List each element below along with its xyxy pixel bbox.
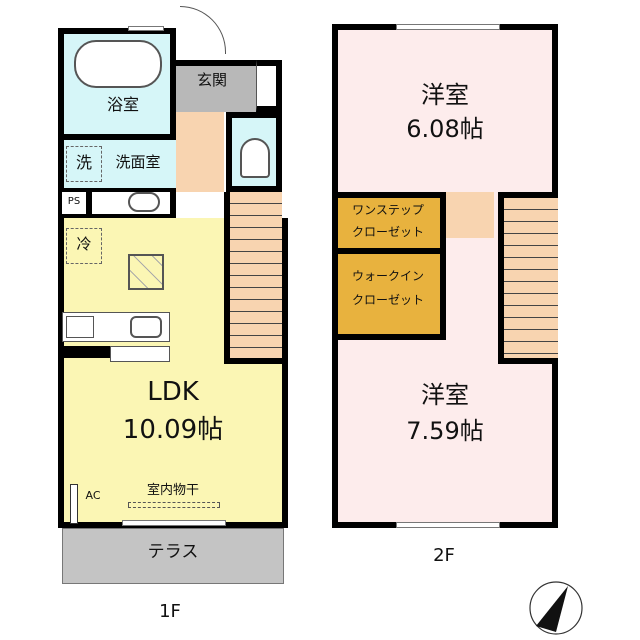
walk-in-closet[interactable]: ウォークイン クローゼット	[338, 254, 446, 340]
entrance	[176, 60, 256, 112]
north-room-size: 6.08帖	[406, 115, 484, 143]
floor-1-plan: 浴室 洗 洗面室 PS 玄関 冷 LDK 10.09帖 AC 室内物干	[58, 6, 288, 528]
terrace-label: テラス	[147, 542, 199, 562]
walk-in-closet-line1: ウォークイン	[351, 269, 424, 283]
ldk-label: LDK	[147, 377, 199, 407]
north-arrow-icon	[528, 580, 584, 636]
north-room-label: 洋室	[421, 81, 469, 109]
entrance-label: 玄関	[196, 71, 227, 89]
ldk-window[interactable]	[122, 520, 226, 526]
south-room-size: 7.59帖	[406, 417, 484, 445]
range-hood	[128, 254, 164, 290]
south-room-window[interactable]	[396, 522, 500, 528]
walk-in-closet-line2: クローゼット	[351, 293, 424, 307]
floor-2-label: 2F	[433, 545, 455, 566]
washer-space	[66, 146, 102, 182]
kitchen-shelf	[110, 346, 170, 362]
staircase-1f[interactable]	[224, 192, 282, 364]
staircase-2f[interactable]	[498, 192, 558, 364]
floor-1-label: 1F	[159, 601, 181, 622]
one-step-closet-line2: クローゼット	[351, 225, 424, 239]
indoor-drying-rack	[128, 502, 220, 508]
sink-bowl	[128, 192, 160, 212]
ps-box	[62, 192, 86, 214]
washer-mark: 洗	[75, 153, 92, 172]
ps-label: PS	[67, 196, 81, 207]
bathtub	[74, 40, 162, 88]
kitchen-wall	[58, 346, 110, 358]
ldk-size: 10.09帖	[122, 415, 224, 445]
kitchen-sink-icon	[130, 316, 162, 338]
ac-label: AC	[85, 489, 101, 502]
stove-icon	[66, 316, 94, 338]
hallway	[176, 112, 224, 192]
fridge-space	[66, 228, 102, 264]
washroom-label: 洗面室	[115, 153, 161, 171]
ac-unit	[70, 484, 78, 524]
shoe-storage	[256, 60, 282, 112]
upper-hallway	[446, 192, 494, 238]
one-step-closet[interactable]: ワンステップ クローゼット	[338, 192, 446, 254]
bathroom-label: 浴室	[106, 95, 139, 114]
terrace: テラス	[62, 528, 284, 584]
indoor-drying-label: 室内物干	[146, 483, 199, 498]
toilet-bowl	[240, 138, 270, 178]
bath-window	[128, 26, 164, 31]
floor-2-plan: 洋室 6.08帖 ワンステップ クローゼット ウォークイン クローゼット 洋室 …	[332, 24, 558, 528]
north-room-window[interactable]	[396, 24, 500, 30]
fridge-mark: 冷	[76, 235, 92, 253]
south-room-label: 洋室	[421, 381, 469, 409]
one-step-closet-line1: ワンステップ	[352, 203, 424, 217]
front-door[interactable]	[180, 6, 226, 54]
